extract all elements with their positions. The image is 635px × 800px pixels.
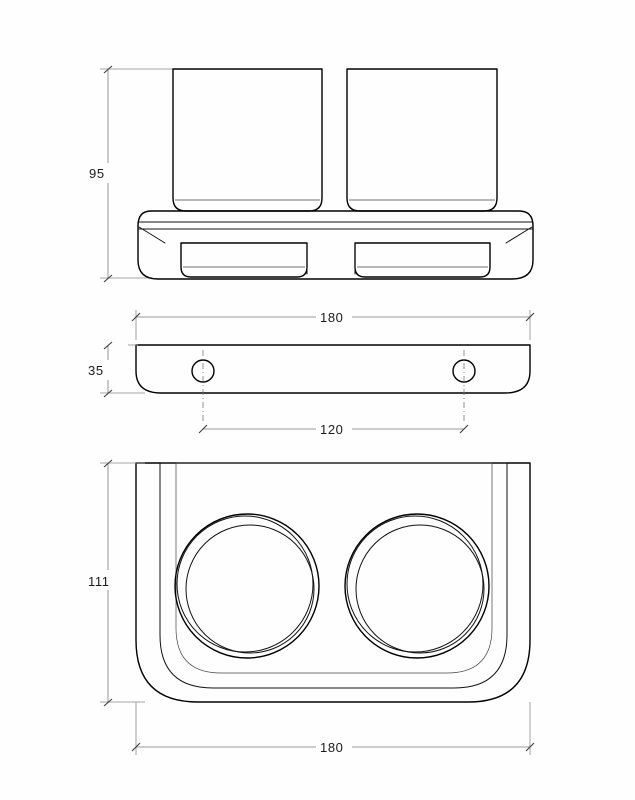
dim-label-width-180-side: 180 [320,310,344,325]
dim-label-95-bg [86,163,112,183]
dimension-width-180-plan: 180 [131,737,535,757]
dimension-height-95: 95 [86,65,113,283]
cup-ring-left-outer [174,513,320,659]
cup-ring-left [174,513,320,659]
cup-ring-left-inner [185,524,315,654]
dim-tick-111-bottom [103,698,113,707]
cup-ring-right-middle [346,515,484,653]
dim-label-depth-111: 111 [88,574,110,589]
tumbler-left [172,68,323,212]
dim-tick-180-side-right [525,312,535,322]
front-elevation-view: 95 [86,65,534,283]
holder-chamfer-right [505,226,533,244]
dimension-hole-spacing-120: 120 [198,419,469,439]
dim-tick-95-top [103,65,113,74]
dim-label-111-bg [84,570,112,590]
dim-label-width-180-plan: 180 [320,740,344,755]
dim-tick-180-plan-right [525,742,535,752]
dimension-height-35: 35 [86,341,113,398]
dim-label-height-35: 35 [88,363,104,378]
side-plate-body [135,344,531,394]
tumbler-left-body [172,68,323,212]
dim-tick-120-left [198,424,208,434]
dimension-depth-111: 111 [84,459,113,707]
dim-label-120-bg [316,419,352,439]
side-elevation-view: 180 35 120 [86,307,535,439]
dim-tick-111-top [103,459,113,468]
dim-tick-35-top [103,341,113,350]
dimension-width-180-side: 180 [131,307,535,327]
dim-tick-180-plan-left [131,742,141,752]
dim-tick-120-right [459,424,469,434]
dim-label-35-bg [86,360,112,380]
plan-inner-rim [175,462,493,674]
holder-pocket-right [354,242,491,278]
dim-tick-35-bottom [103,389,113,398]
plan-view: 111 180 [84,459,535,757]
cup-ring-left-middle [176,515,314,653]
plan-inner-body [159,462,508,689]
holder-pocket-left [180,242,308,278]
plan-outer-body [135,462,531,703]
dim-label-180-side-bg [316,307,352,327]
holder-outer-body [137,210,534,280]
holder-chamfer-left [138,226,166,244]
dim-label-height-95: 95 [89,166,105,181]
tumbler-right-body [346,68,498,212]
cup-ring-right [344,513,490,659]
dim-label-180-plan-bg [316,737,352,757]
cup-ring-right-inner [355,524,485,654]
dim-label-hole-spacing-120: 120 [320,422,344,437]
dim-tick-95-bottom [103,274,113,283]
cup-ring-right-outer [344,513,490,659]
tumbler-right [346,68,498,212]
dim-tick-180-side-left [131,312,141,322]
